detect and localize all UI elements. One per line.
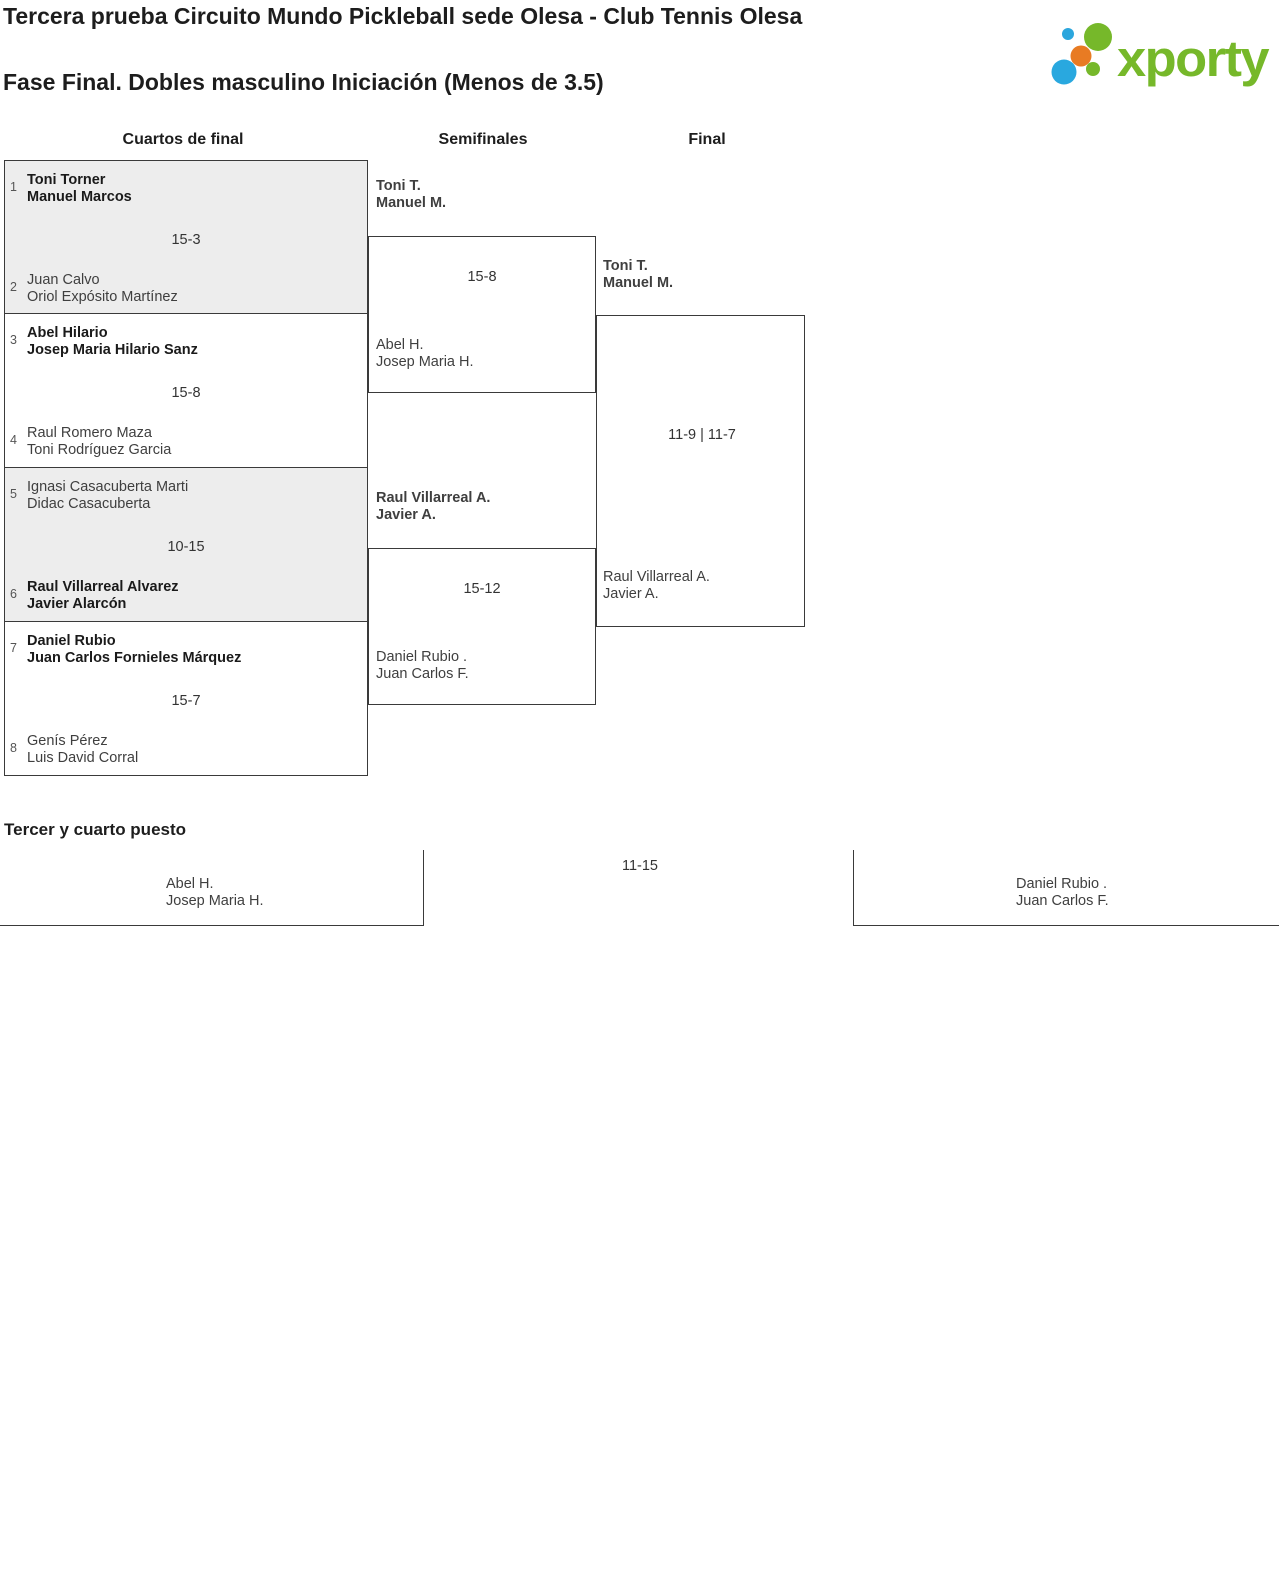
quarterfinal-match-3: 5 Ignasi Casacuberta Marti Didac Casacub… xyxy=(4,467,368,622)
third-place-title: Tercer y cuarto puesto xyxy=(4,820,187,839)
player-name: Manuel M. xyxy=(603,275,674,291)
match-score: 10-15 xyxy=(167,539,205,555)
player-name: Luis David Corral xyxy=(27,750,139,766)
seed-number: 4 xyxy=(10,433,17,447)
event-title: Tercera prueba Circuito Mundo Pickleball… xyxy=(3,3,803,29)
third-place-left-box xyxy=(0,850,424,926)
seed-number: 5 xyxy=(10,487,17,501)
player-name: Didac Casacuberta xyxy=(27,496,151,512)
quarterfinal-match-4: 7 Daniel Rubio Juan Carlos Fornieles Már… xyxy=(4,621,368,776)
player-name: Ignasi Casacuberta Marti xyxy=(27,479,189,495)
player-name: Josep Maria H. xyxy=(166,893,264,909)
player-name: Juan Carlos F. xyxy=(1016,893,1109,909)
player-name: Toni T. xyxy=(376,178,421,194)
player-name: Raul Villarreal A. xyxy=(376,490,491,506)
seed-number: 7 xyxy=(10,641,17,655)
player-name: Javier A. xyxy=(376,507,436,523)
team-names: Daniel Rubio Juan Carlos Fornieles Márqu… xyxy=(27,633,359,667)
player-name: Daniel Rubio xyxy=(27,633,116,649)
player-name: Javier Alarcón xyxy=(27,596,127,612)
match-score: 15-8 xyxy=(171,385,201,401)
player-name: Genís Pérez xyxy=(27,733,108,749)
player-name: Daniel Rubio . xyxy=(1016,876,1108,892)
xporty-logo[interactable]: xporty xyxy=(1040,14,1280,96)
seed-number: 6 xyxy=(10,587,17,601)
team-names: Abel Hilario Josep Maria Hilario Sanz xyxy=(27,325,359,359)
team-names: Raul Villarreal Alvarez Javier Alarcón xyxy=(27,579,359,613)
semifinal-match-1-box xyxy=(368,236,596,393)
column-header-final: Final xyxy=(688,131,726,148)
third-place-score: 11-15 xyxy=(621,858,658,874)
xporty-logo-icon: xporty xyxy=(1051,23,1272,87)
player-name: Juan Carlos F. xyxy=(376,666,469,682)
team-names: Ignasi Casacuberta Marti Didac Casacuber… xyxy=(27,479,359,513)
team-names: Juan Calvo Oriol Expósito Martínez xyxy=(27,272,359,306)
player-name: Josep Maria H. xyxy=(376,354,474,370)
final-team-top: Toni T. Manuel M. xyxy=(603,258,673,292)
semifinal-1-team-top: Toni T. Manuel M. xyxy=(376,178,446,212)
match-score: 15-12 xyxy=(463,581,501,597)
player-name: Toni Rodríguez Garcia xyxy=(27,442,172,458)
match-score: 15-7 xyxy=(171,693,201,709)
player-name: Juan Carlos Fornieles Márquez xyxy=(27,650,242,666)
quarterfinal-match-1: 1 Toni Torner Manuel Marcos 15-3 2 Juan … xyxy=(4,160,368,314)
player-name: Toni Torner xyxy=(27,172,106,188)
player-name: Abel H. xyxy=(376,337,424,353)
seed-number: 3 xyxy=(10,333,17,347)
player-name: Daniel Rubio . xyxy=(376,649,468,665)
player-name: Raul Villarreal A. xyxy=(603,569,710,585)
column-header-quarterfinals: Cuartos de final xyxy=(122,131,244,148)
player-name: Raul Villarreal Alvarez xyxy=(27,579,179,595)
player-name: Juan Calvo xyxy=(27,272,100,288)
team-names: Raul Romero Maza Toni Rodríguez Garcia xyxy=(27,425,359,459)
player-name: Josep Maria Hilario Sanz xyxy=(27,342,198,358)
seed-number: 2 xyxy=(10,280,17,294)
team-names: Toni Torner Manuel Marcos xyxy=(27,172,359,206)
seed-number: 1 xyxy=(10,180,17,194)
player-name: Javier A. xyxy=(603,586,659,602)
semifinal-1-team-bottom: Abel H. Josep Maria H. xyxy=(376,337,474,371)
semifinal-match-2-box xyxy=(368,548,596,705)
third-place-right-box xyxy=(853,850,1279,926)
team-names: Genís Pérez Luis David Corral xyxy=(27,733,359,767)
final-match-box xyxy=(596,315,805,627)
third-place-team-left: Abel H. Josep Maria H. xyxy=(166,876,264,910)
match-score: 15-3 xyxy=(171,232,201,248)
semifinal-2-team-top: Raul Villarreal A. Javier A. xyxy=(376,490,490,524)
player-name: Manuel Marcos xyxy=(27,189,132,205)
player-name: Oriol Expósito Martínez xyxy=(27,289,178,305)
third-place-team-right: Daniel Rubio . Juan Carlos F. xyxy=(1016,876,1109,910)
quarterfinal-match-2: 3 Abel Hilario Josep Maria Hilario Sanz … xyxy=(4,313,368,468)
seed-number: 8 xyxy=(10,741,17,755)
final-score: 11-9 | 11-7 xyxy=(668,427,736,443)
column-header-semifinals: Semifinales xyxy=(438,131,528,148)
match-score: 15-8 xyxy=(467,269,497,285)
xporty-logo-text: xporty xyxy=(1117,30,1270,87)
player-name: Raul Romero Maza xyxy=(27,425,152,441)
player-name: Manuel M. xyxy=(376,195,447,211)
final-team-bottom: Raul Villarreal A. Javier A. xyxy=(603,569,710,603)
player-name: Abel H. xyxy=(166,876,214,892)
player-name: Toni T. xyxy=(603,258,648,274)
phase-title: Fase Final. Dobles masculino Iniciación … xyxy=(3,69,604,95)
semifinal-2-team-bottom: Daniel Rubio . Juan Carlos F. xyxy=(376,649,469,683)
player-name: Abel Hilario xyxy=(27,325,108,341)
